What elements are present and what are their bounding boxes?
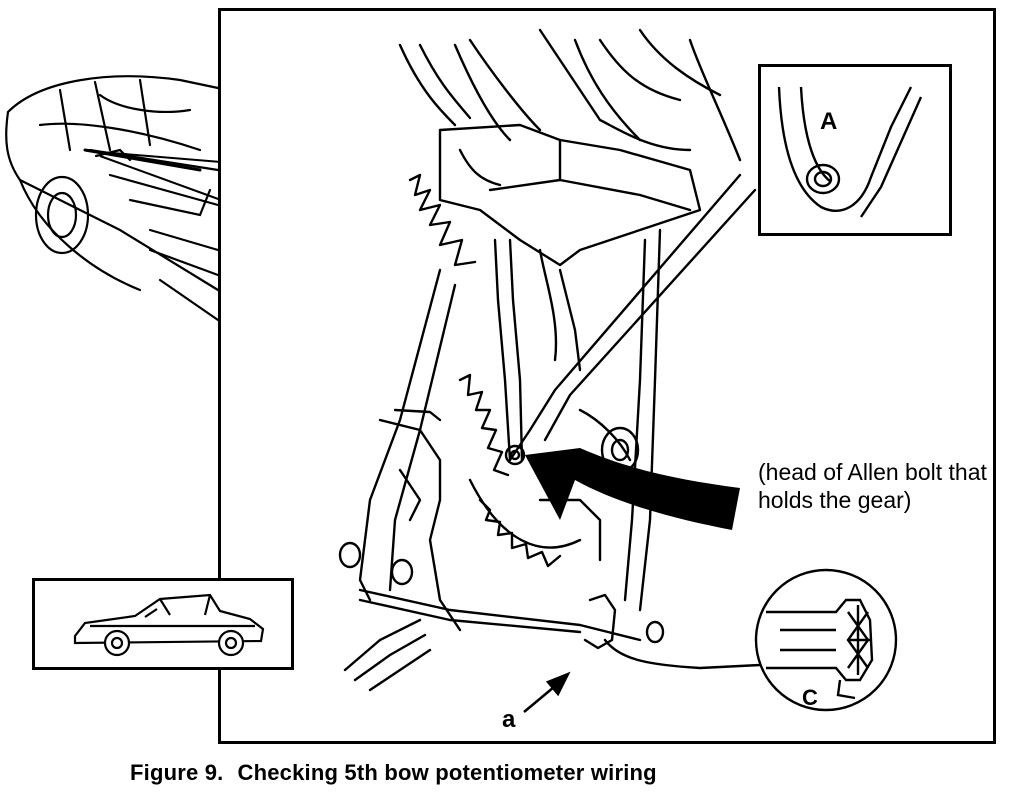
label-a: a — [502, 706, 516, 733]
bolt-callout-text: (head of Allen bolt that holds the gear) — [758, 459, 987, 513]
vehicle-inset — [32, 578, 294, 670]
caption-number: Figure 9. — [130, 760, 224, 785]
figure-caption: Figure 9. Checking 5th bow potentiometer … — [130, 760, 657, 786]
label-A: A — [820, 108, 838, 135]
car-perspective-drawing — [5, 75, 220, 322]
caption-text: Checking 5th bow potentiometer wiring — [237, 760, 657, 785]
bolt-detail-drawing — [777, 86, 923, 218]
vehicle-side-drawing — [73, 593, 265, 657]
detail-inset-a — [758, 64, 952, 236]
label-C: C — [802, 685, 818, 710]
